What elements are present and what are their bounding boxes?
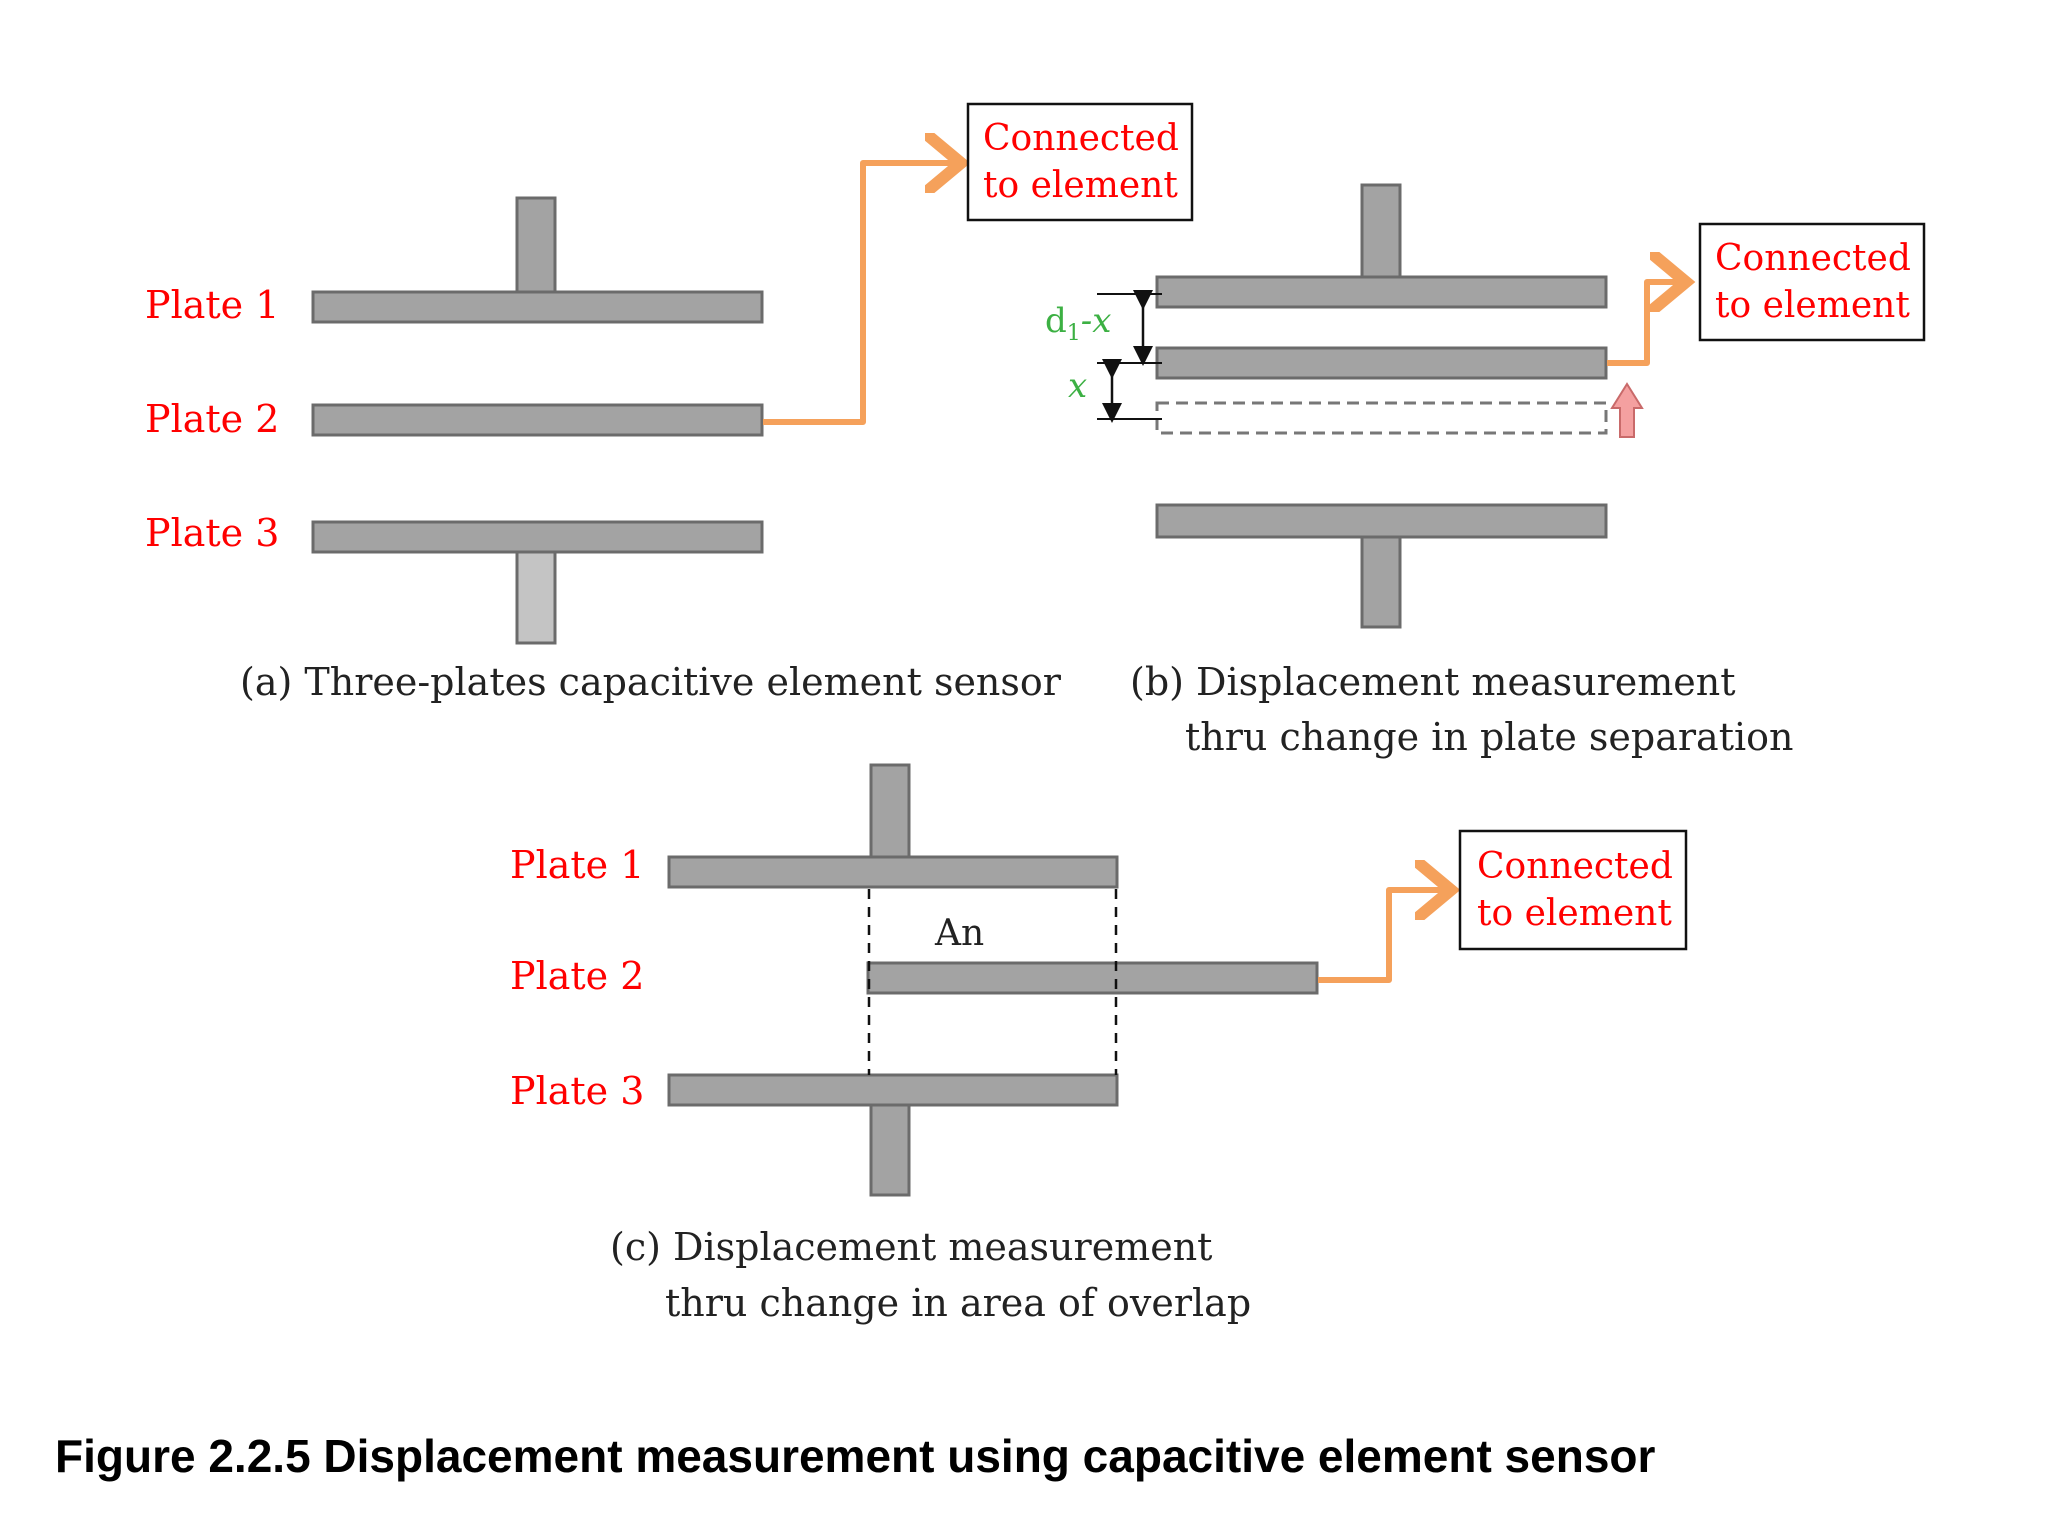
panel-a-box-line2: to element	[983, 165, 1178, 206]
panel-b-wire	[1607, 282, 1680, 366]
panel-a: Plate 1 Plate 2 Plate 3 Connected to ele…	[145, 102, 1194, 704]
panel-a-wire	[763, 163, 955, 425]
panel-a-plate1	[311, 290, 764, 324]
panel-b-top-plate-stem	[1360, 183, 1402, 279]
panel-b-box-line2: to element	[1715, 285, 1910, 326]
panel-b-connected-box	[1698, 222, 1926, 342]
panel-c-plate1-stem	[869, 763, 911, 859]
panel-c-box-line2: to element	[1477, 893, 1672, 934]
panel-b-caption-line2: thru change in plate separation	[1185, 715, 1793, 759]
panel-c-plate3-label: Plate 3	[510, 1069, 644, 1113]
panel-c-caption-line2: thru change in area of overlap	[665, 1281, 1251, 1325]
panel-c-plate2	[866, 961, 1319, 995]
panel-a-plate1-label: Plate 1	[145, 283, 279, 327]
panel-c-wire	[1318, 890, 1445, 983]
panel-b-bottom-plate-stem	[1360, 535, 1402, 629]
panel-b-middle-plate	[1155, 346, 1608, 380]
panel-b-displacement-arrow-icon	[1610, 382, 1644, 438]
panel-a-box-line1: Connected	[983, 118, 1179, 159]
panel-b-caption-line1: (b) Displacement measurement	[1130, 660, 1736, 704]
panel-c-caption-line1: (c) Displacement measurement	[610, 1225, 1212, 1269]
panel-c-overlap-label: An	[934, 913, 984, 954]
panel-b-dim-d1-label: d1-x	[1045, 301, 1111, 346]
panel-a-plate3-label: Plate 3	[145, 511, 279, 555]
panel-c: An Plate 1 Plate 2 Plate 3 Connected to …	[510, 763, 1688, 1325]
panel-a-plate2	[311, 403, 764, 437]
panel-a-plate2-label: Plate 2	[145, 397, 279, 441]
panel-c-plate2-label: Plate 2	[510, 954, 644, 998]
panel-c-plate1-label: Plate 1	[510, 843, 644, 887]
panel-c-plate3-stem	[869, 1103, 911, 1197]
panel-c-connected-box	[1458, 829, 1688, 951]
panel-a-plate1-stem	[515, 196, 557, 294]
panel-a-plate3-stem	[515, 550, 557, 645]
figure-caption: Figure 2.2.5 Displacement measurement us…	[55, 1430, 1656, 1482]
panel-c-box-line1: Connected	[1477, 846, 1673, 887]
panel-a-plate3	[311, 520, 764, 554]
panel-b-dim-x-label: x	[1068, 366, 1087, 406]
panel-b-bottom-plate	[1155, 503, 1608, 539]
panel-a-caption: (a) Three-plates capacitive element sens…	[240, 660, 1062, 704]
panel-b-top-plate	[1155, 275, 1608, 309]
panel-b: d1-x x Connected to element (b) Displace…	[1045, 183, 1926, 759]
panel-c-plate1	[667, 855, 1119, 889]
panel-b-original-position	[1155, 401, 1608, 435]
panel-b-box-line1: Connected	[1715, 238, 1911, 279]
panel-c-plate3	[667, 1073, 1119, 1107]
panel-a-connected-box	[966, 102, 1194, 222]
